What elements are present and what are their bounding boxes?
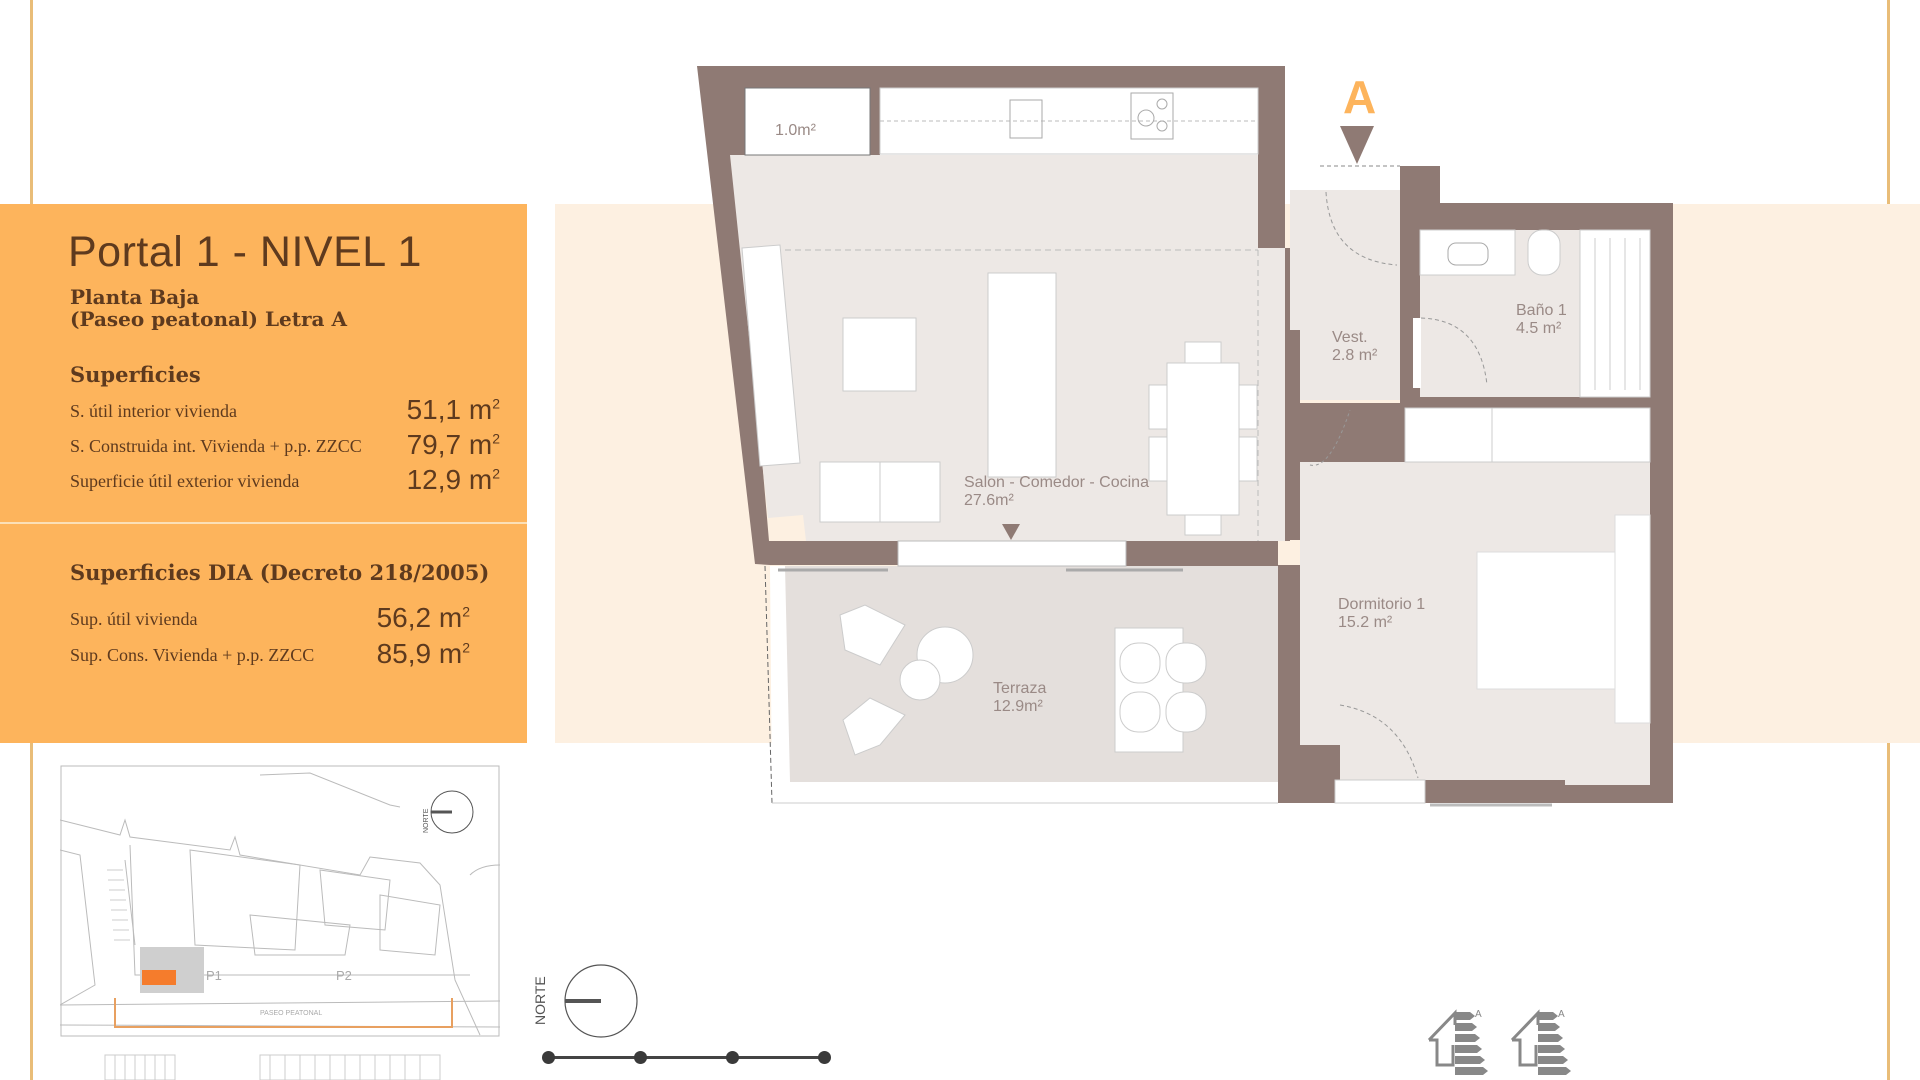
sink-icon: [1009, 99, 1043, 139]
area-value: 51,1 m2: [406, 394, 500, 425]
storage-label: 1.0m²: [775, 122, 816, 139]
dia-label: Sup. útil vivienda: [70, 609, 198, 629]
page-title: Portal 1 - NIVEL 1: [68, 228, 422, 276]
unit-subtitle: Planta Baja (Paseo peatonal) Letra A: [70, 286, 347, 330]
area-value: 12,9 m2: [406, 464, 500, 495]
cooktop-icon: [1130, 92, 1174, 140]
info-panel: Portal 1 - NIVEL 1 Planta Baja (Paseo pe…: [0, 204, 527, 743]
area-row: S. útil interior vivienda 51,1 m2: [70, 394, 500, 426]
bedroom-window: [1334, 779, 1426, 804]
superficies-heading: Superficies: [70, 362, 201, 387]
area-row: Superficie útil exterior vivienda 12,9 m…: [70, 464, 500, 496]
subtitle-line-1: Planta Baja: [70, 285, 200, 309]
vest-label: Vest.2.8 m²: [1332, 329, 1378, 364]
street-label: PASEO PEATONAL: [260, 1010, 322, 1017]
energy-consumo-icon: A: [1427, 1009, 1488, 1075]
dia-label: Sup. Cons. Vivienda + p.p. ZZCC: [70, 645, 315, 665]
dia-row: Sup. Cons. Vivienda + p.p. ZZCC 85,9 m2: [70, 638, 500, 670]
kitchen-counter: [879, 87, 1259, 155]
elevation-strip: [104, 1054, 441, 1080]
portal-2-label: P2: [336, 968, 352, 983]
area-label: S. útil interior vivienda: [70, 401, 237, 421]
area-row: S. Construida int. Vivienda + p.p. ZZCC …: [70, 429, 500, 461]
area-label: S. Construida int. Vivienda + p.p. ZZCC: [70, 436, 362, 456]
portal-1-label: P1: [206, 968, 222, 983]
panel-divider: [0, 522, 527, 524]
site-map: P1 P2 PASEO PEATONAL NORTE: [60, 765, 500, 1080]
unit-highlight: [142, 970, 176, 985]
background-band: [555, 204, 1920, 743]
north-label: NORTE: [532, 976, 548, 1025]
svg-text:A: A: [1475, 1009, 1482, 1020]
area-label: Superficie útil exterior vivienda: [70, 471, 300, 491]
area-value: 79,7 m2: [406, 429, 500, 460]
dia-heading: Superficies DIA (Decreto 218/2005): [70, 560, 490, 585]
svg-text:A: A: [1558, 1009, 1565, 1020]
dia-value: 85,9 m2: [376, 638, 470, 669]
dia-value: 56,2 m2: [376, 602, 470, 633]
north-label: NORTE: [423, 808, 430, 833]
entry-letter: A: [1343, 71, 1377, 123]
energy-emisiones-icon: A: [1510, 1009, 1571, 1075]
dia-row: Sup. útil vivienda 56,2 m2: [70, 602, 500, 634]
subtitle-line-2: (Paseo peatonal) Letra A: [70, 307, 347, 331]
street-bracket: [114, 998, 453, 1028]
scale-bar: [542, 1051, 831, 1064]
entry-arrow-icon: [1340, 126, 1374, 164]
north-compass-icon: [564, 964, 638, 1038]
